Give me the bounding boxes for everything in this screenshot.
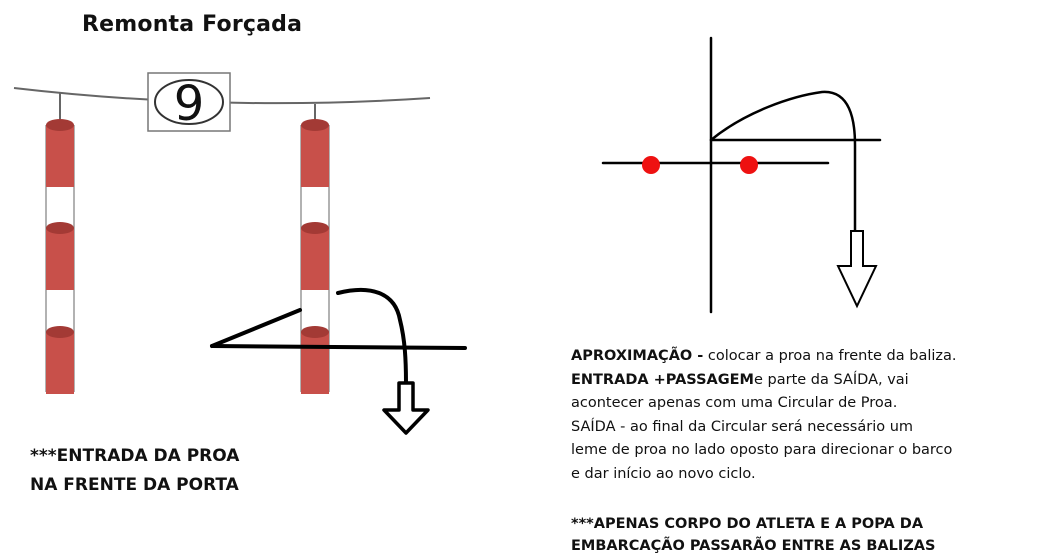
left-note: ***ENTRADA DA PROA NA FRENTE DA PORTA — [30, 442, 239, 500]
left-pole — [45, 119, 75, 394]
right-schematic — [601, 36, 882, 314]
gate-number-board — [147, 72, 231, 132]
description-line: APROXIMAÇÃO - colocar a proa na frente d… — [571, 345, 1051, 369]
right-pole — [300, 119, 330, 394]
entry-text: e parte da SAÍDA, vai — [754, 371, 909, 388]
diagram-title: Remonta Forçada — [82, 12, 303, 37]
entry-label: ENTRADA +PASSAGEM — [571, 371, 754, 388]
right-note-line: ***APENAS CORPO DO ATLETA E A POPA DA — [571, 516, 924, 532]
right-down-arrow — [836, 230, 878, 309]
right-note: ***APENAS CORPO DO ATLETA E A POPA DA EM… — [571, 513, 935, 557]
description-line: e dar início ao novo ciclo. — [571, 465, 756, 482]
gate-number: 9 — [174, 76, 205, 132]
approach-label: APROXIMAÇÃO - — [571, 348, 704, 364]
left-note-line: ***ENTRADA DA PROA — [30, 446, 240, 466]
right-note-line: EMBARCAÇÃO PASSARÃO ENTRE AS BALIZAS — [571, 538, 936, 554]
left-down-arrow — [382, 381, 430, 435]
description-line: acontecer apenas com uma Circular de Pro… — [571, 395, 898, 411]
left-boat-path — [210, 288, 467, 386]
right-buoy-dot — [740, 156, 758, 174]
description-block: APROXIMAÇÃO - colocar a proa na frente d… — [571, 345, 1051, 486]
description-line: ENTRADA +PASSAGEMe parte da SAÍDA, vai — [571, 369, 1051, 393]
description-line: leme de proa no lado oposto para direcio… — [571, 442, 953, 458]
left-note-line: NA FRENTE DA PORTA — [30, 475, 239, 495]
description-line: SAÍDA - ao final da Circular será necess… — [571, 418, 914, 435]
gate-number-oval — [154, 79, 224, 125]
left-buoy-dot — [642, 156, 660, 174]
approach-text: colocar a proa na frente da baliza. — [703, 348, 957, 364]
